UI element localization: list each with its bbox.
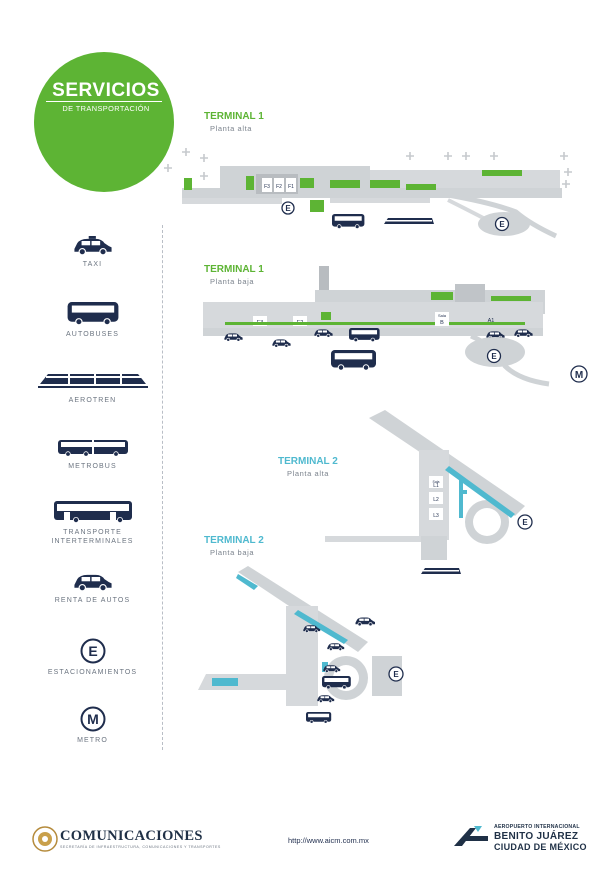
page-title: SERVICIOS [52,80,160,101]
t1-alta-subtitle: Planta alta [210,124,253,133]
bus-stop [331,213,365,229]
bus-stop [321,675,352,690]
website-link[interactable]: http://www.aicm.com.mx [288,836,369,845]
sala-l1: L1 [433,483,439,489]
t2-baja-parking: E [393,670,399,679]
legend-renta-de-autos: RENTA DE AUTOS [30,572,155,605]
sala-label: Sala [432,480,439,484]
t1-alta-parking: E [285,204,291,213]
rental-car [355,617,376,627]
legend-label: TAXI [82,261,103,268]
aicm-name-middle: BENITO JUÁREZ [494,831,579,842]
t2-baja-title: TERMINAL 2 [204,535,264,546]
rental-car [317,695,335,703]
parking-icon: E [80,638,105,664]
gate-f2: F2 [276,184,282,190]
t1-baja-parking: E [491,352,497,361]
rental-car [272,339,291,348]
t2-alta-subtitle: Planta alta [287,469,330,478]
green-zones [225,292,531,325]
aicm-logo-icon [454,826,488,846]
bus-stop [348,327,380,343]
t1-baja-map: E3 E2 Sala B A1 E M [203,266,588,387]
page-subtitle: DE TRANSPORTACIÓN [62,104,150,113]
gate-a1: A1 [488,318,495,324]
taxi-icon [73,236,112,256]
parking-symbol: E [88,643,97,659]
gov-subtitle: SECRETARÍA DE INFRAESTRUCTURA, COMUNICAC… [60,845,221,849]
t1-alta-title: TERMINAL 1 [204,111,264,122]
t2-alta-title: TERMINAL 2 [278,456,338,467]
legend-divider [162,225,163,750]
green-zones [184,170,522,212]
title-divider [46,101,162,102]
legend-label: AUTOBUSES [66,331,119,338]
header-badge [34,52,174,192]
legend-autobuses: AUTOBUSES [30,302,155,339]
metro-icon: M [80,706,105,732]
t2-alta-map: E Sala L1 L2 L3 [325,410,533,574]
t1-alta-map: F3 F2 F1 E E [164,148,572,239]
rental-car-icon [73,574,112,592]
plane-markers [164,148,572,188]
gate-f3: F3 [264,184,270,190]
bus-stop [305,711,332,724]
legend-estacionamientos: E ESTACIONAMIENTOS [30,638,155,677]
sala-l3: L3 [433,513,439,519]
blue-zones [445,466,515,518]
sala-l2: L2 [433,497,439,503]
gov-name: COMUNICACIONES [60,828,203,844]
legend-transporte-interterminales: TRANSPORTE INTERTERMINALES [30,500,155,546]
metrobus-stop [330,349,377,371]
aicm-name-top: AEROPUERTO INTERNACIONAL [494,824,580,830]
legend-aerotren: AEROTREN [30,370,155,405]
rental-car [327,643,345,651]
aicm-name-bottom: CIUDAD DE MÉXICO [494,842,587,852]
legend-metro: M METRO [30,706,155,745]
legend-metrobus: METROBUS [30,438,155,471]
legend-label: TRANSPORTE [63,529,122,536]
legend-label: METRO [77,737,108,744]
government-seal-icon [32,826,58,852]
metro-station: M [575,370,583,381]
t2-alta-parking: E [522,518,528,527]
sala-b-letter: B [440,320,444,326]
metrobus-icon [57,440,128,457]
t1-baja-title: TERMINAL 1 [204,264,264,275]
legend-label: RENTA DE AUTOS [54,597,131,604]
interterminal-bus-icon [53,501,132,523]
sala-b-label: Sala [438,313,447,318]
legend-label: ESTACIONAMIENTOS [47,669,138,676]
bus-icon [66,302,119,326]
metro-symbol: M [87,711,99,727]
legend-label: METROBUS [68,463,117,470]
t2-baja-subtitle: Planta baja [210,548,255,557]
t1-baja-subtitle: Planta baja [210,277,255,286]
legend-label: AEROTREN [68,397,117,404]
gate-f1: F1 [288,184,294,190]
legend-taxi: TAXI [30,236,155,269]
t1-alta-parking-2: E [499,220,505,229]
legend-label: INTERTERMINALES [51,538,134,545]
t2-baja-map: E [198,566,404,724]
train-icon [37,374,148,388]
